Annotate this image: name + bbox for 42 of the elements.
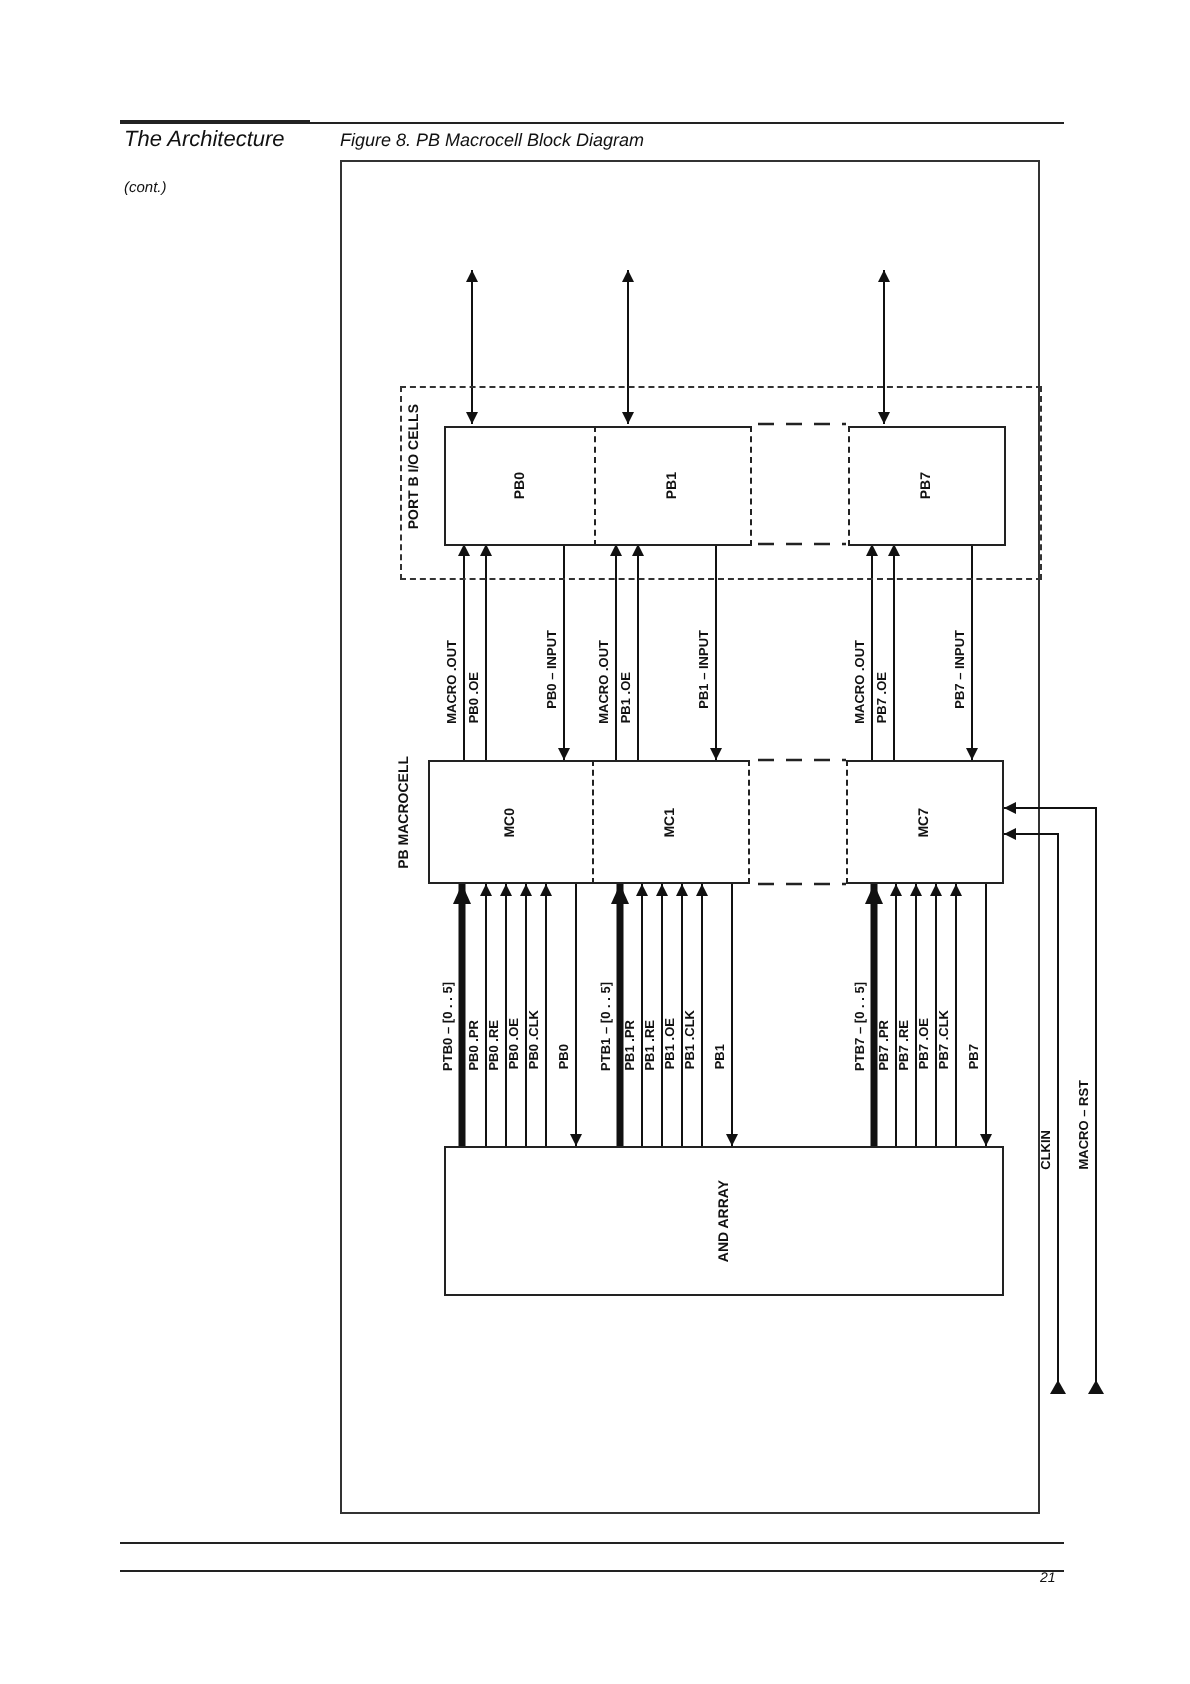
signal-arrow	[696, 883, 708, 1147]
signal-arrow	[636, 883, 648, 1147]
signal-arrow	[1003, 802, 1104, 1395]
signal-arrow	[950, 883, 962, 1147]
block-box	[848, 426, 1006, 546]
signal-arrow	[930, 883, 942, 1147]
signal-arrow	[910, 883, 922, 1147]
signal-arrow	[710, 543, 722, 761]
block-box	[846, 760, 1004, 884]
signal-arrow	[632, 543, 644, 761]
signal-arrow	[1003, 828, 1066, 1395]
figure-title: Figure 8. PB Macrocell Block Diagram	[340, 130, 645, 151]
signal-arrow	[570, 883, 582, 1147]
signal-arrow	[480, 883, 492, 1147]
signal-arrow	[656, 883, 668, 1147]
signal-arrow	[466, 269, 478, 425]
block-box	[428, 760, 594, 884]
signal-arrow	[622, 269, 634, 425]
block-box	[596, 426, 752, 546]
dashed-group-box	[400, 386, 1042, 580]
bus-arrow	[611, 884, 629, 1146]
signal-arrow	[458, 543, 470, 761]
signal-arrow	[726, 883, 738, 1147]
signal-arrow	[540, 883, 552, 1147]
signal-arrow	[520, 883, 532, 1147]
bus-arrow	[453, 884, 471, 1146]
signal-arrow	[890, 883, 902, 1147]
section-heading: The Architecture	[124, 128, 285, 154]
block-box	[594, 760, 750, 884]
block-box	[444, 1146, 1004, 1296]
signal-arrow	[966, 543, 978, 761]
signal-arrow	[676, 883, 688, 1147]
signal-arrow	[888, 543, 900, 761]
signal-arrow	[500, 883, 512, 1147]
signal-arrow	[866, 543, 878, 761]
signal-arrow	[878, 269, 890, 425]
signal-arrow	[480, 543, 492, 761]
signal-arrow	[610, 543, 622, 761]
signal-arrow	[558, 543, 570, 761]
signal-arrow	[980, 883, 992, 1147]
block-box	[444, 426, 596, 546]
bus-arrow	[865, 884, 883, 1146]
